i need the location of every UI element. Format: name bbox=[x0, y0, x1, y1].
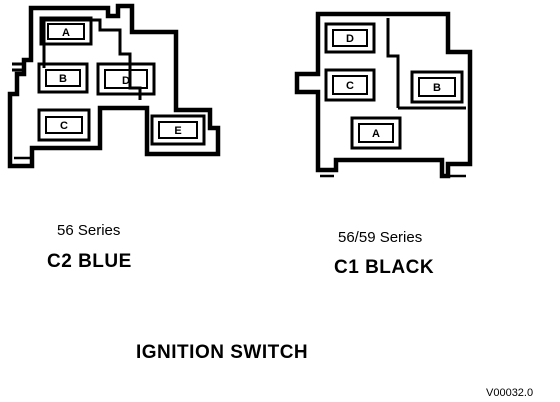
diagram-title: IGNITION SWITCH bbox=[136, 342, 309, 363]
terminal-a-cavity bbox=[350, 116, 402, 150]
right-terminal-labels: D C B A bbox=[346, 33, 441, 140]
left-series-label: 56 Series bbox=[57, 222, 121, 239]
terminal-label: B bbox=[59, 73, 67, 85]
terminal-c-cavity bbox=[37, 108, 91, 142]
right-connector-foot-left bbox=[320, 168, 334, 178]
right-series-label: 56/59 Series bbox=[338, 229, 423, 246]
terminal-label: C bbox=[60, 120, 68, 132]
right-connector-divider bbox=[386, 18, 400, 108]
left-connector-notch bbox=[12, 62, 22, 72]
terminal-e-cavity bbox=[150, 114, 206, 146]
left-connector-name: C2 BLUE bbox=[47, 251, 132, 272]
terminal-label: A bbox=[372, 128, 380, 140]
terminal-label: D bbox=[122, 75, 130, 87]
right-connector bbox=[294, 11, 473, 179]
terminal-label: B bbox=[433, 82, 441, 94]
terminal-d-cavity bbox=[96, 62, 156, 96]
terminal-label: E bbox=[174, 125, 181, 137]
left-terminal-labels: A B D C E bbox=[59, 27, 182, 137]
terminal-d-cavity bbox=[324, 22, 376, 54]
terminal-b-cavity bbox=[37, 62, 89, 94]
left-connector bbox=[7, 3, 221, 169]
figure-code: V00032.0 bbox=[486, 387, 534, 399]
terminal-b-cavity bbox=[410, 70, 464, 104]
right-connector-name: C1 BLACK bbox=[334, 257, 435, 278]
terminal-label: D bbox=[346, 33, 354, 45]
terminal-label: C bbox=[346, 80, 354, 92]
left-connector-outline bbox=[7, 3, 221, 169]
terminal-a-cavity bbox=[39, 16, 93, 46]
terminal-c-cavity bbox=[324, 68, 376, 102]
terminal-label: A bbox=[62, 27, 70, 39]
right-connector-outline bbox=[294, 11, 473, 179]
